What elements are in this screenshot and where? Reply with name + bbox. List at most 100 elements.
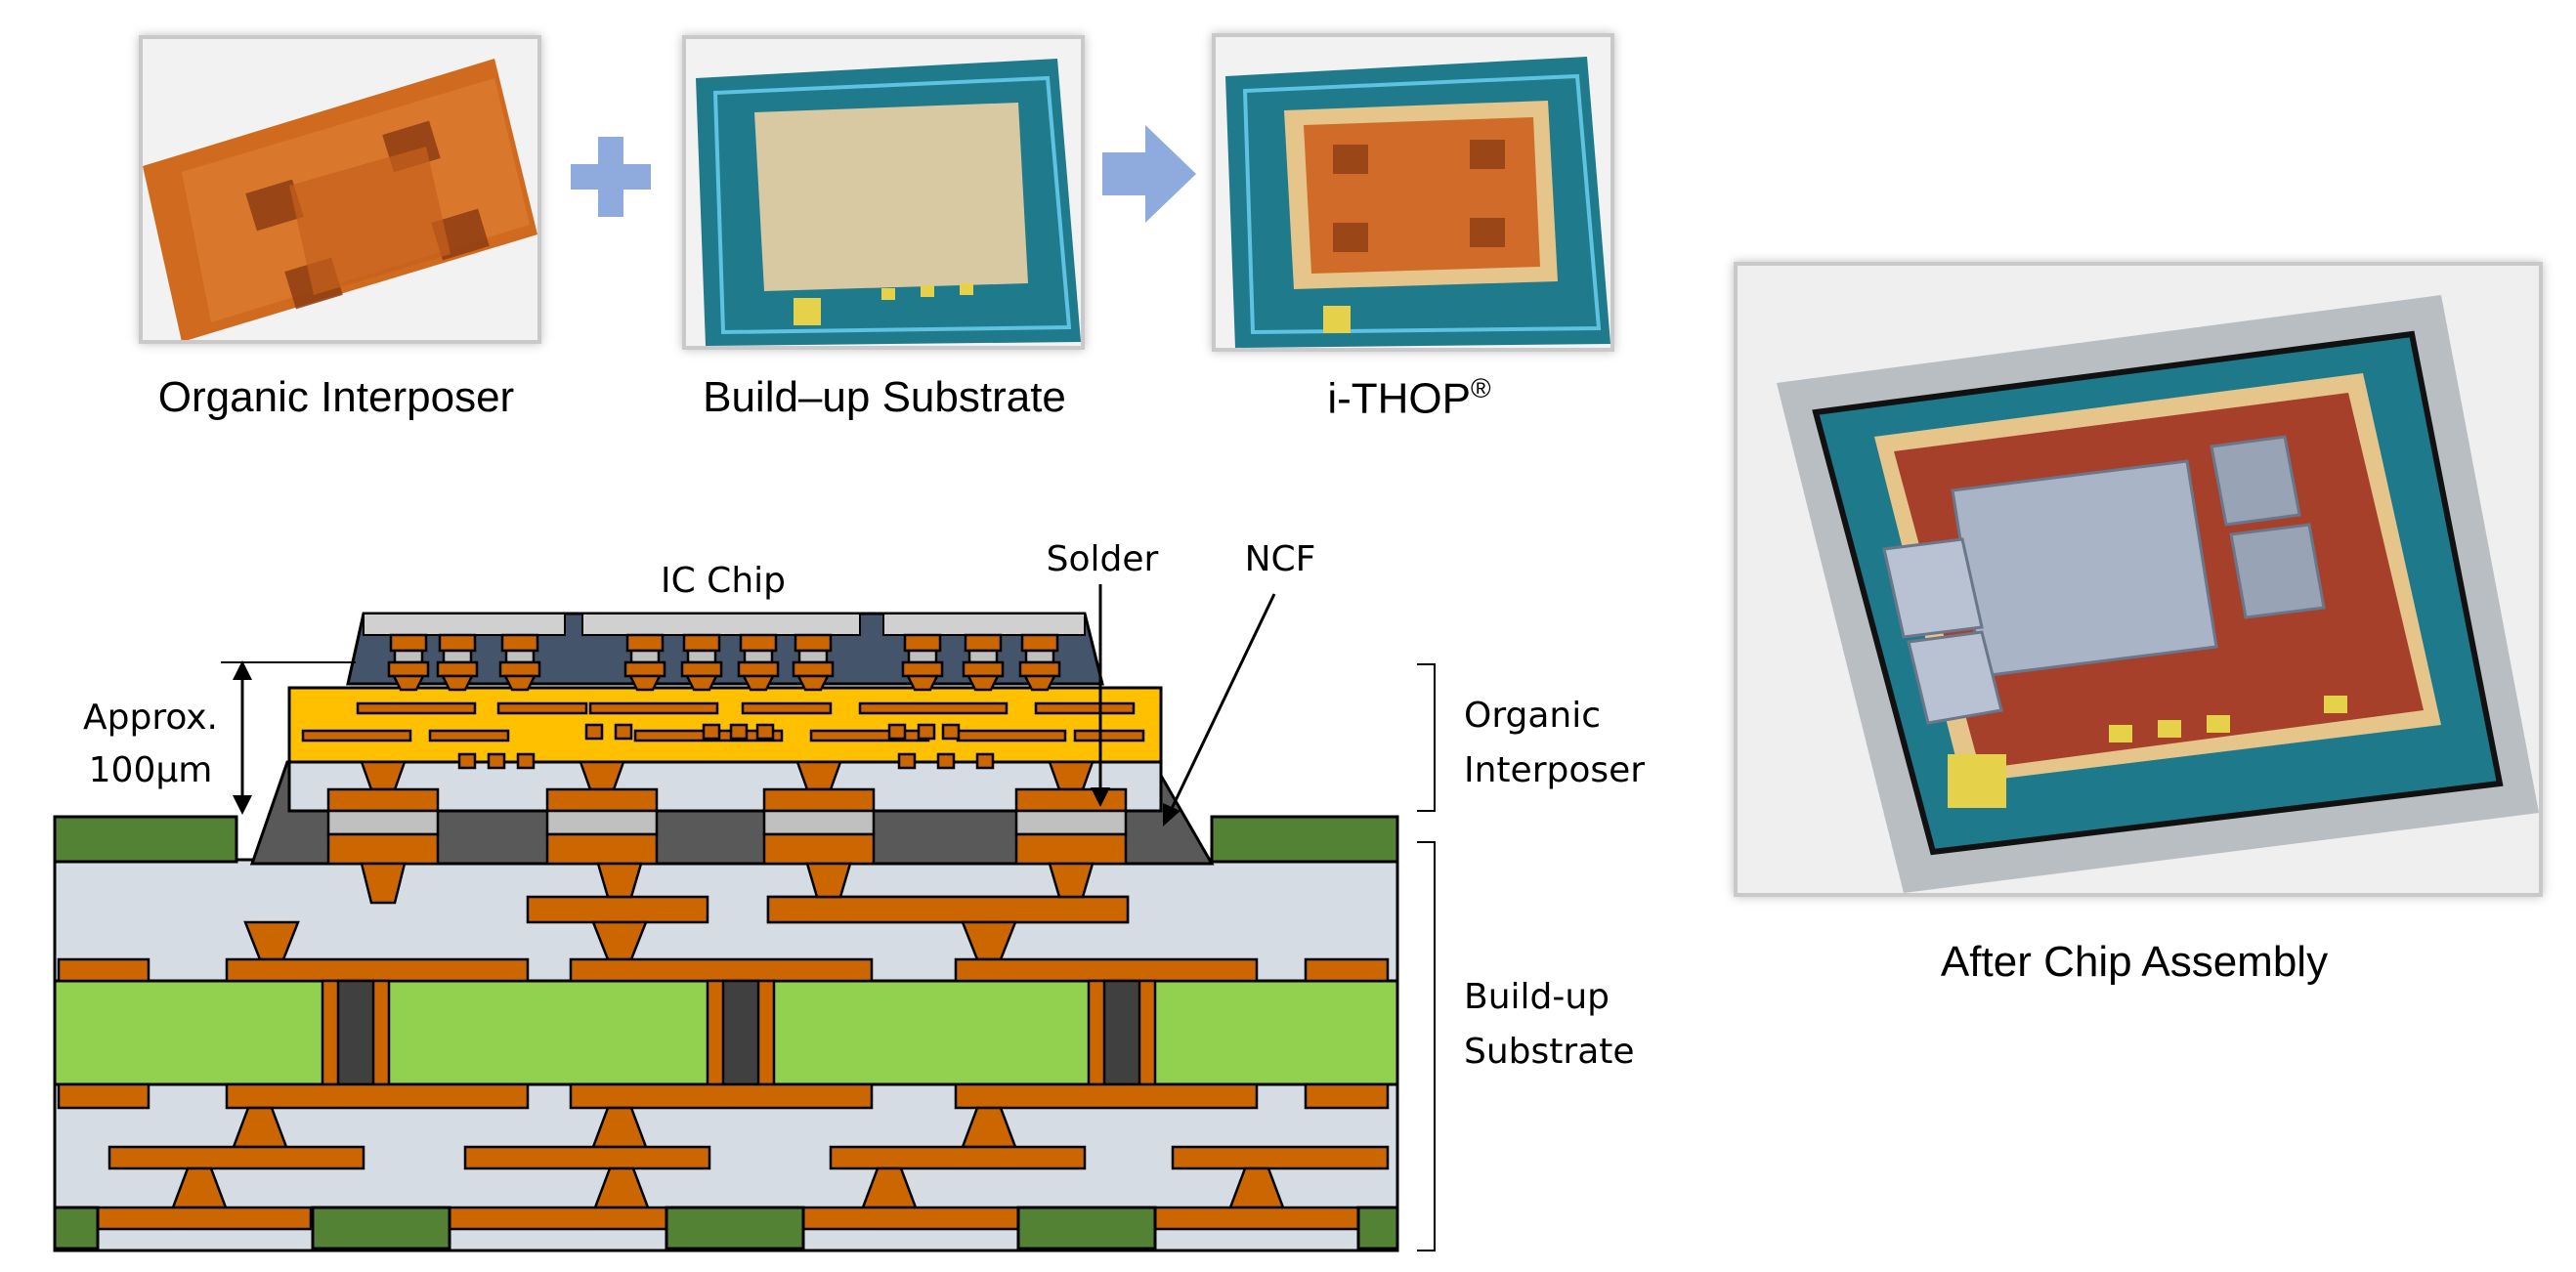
- chip-pad-1: [363, 613, 566, 636]
- caption-organic-interposer: Organic Interposer: [157, 373, 515, 421]
- chip-bump-pad: [1018, 660, 1061, 678]
- brace-buildup-substrate: [1417, 841, 1436, 1251]
- solder-joint: [545, 809, 659, 836]
- interposer-dot: [584, 723, 604, 741]
- solder-leader-arrow: [1091, 787, 1110, 807]
- ncf-leader-arrow: [1163, 803, 1181, 827]
- chip-bump-pad: [794, 633, 833, 653]
- solder-joint: [762, 809, 876, 836]
- chip-pad-2: [581, 613, 861, 636]
- interposer-land: [762, 787, 876, 813]
- buildup-trace: [526, 895, 709, 924]
- dimension-arrow-bottom: [233, 795, 252, 815]
- chip-bump: [686, 649, 717, 664]
- copper-structures: [57, 633, 1390, 1231]
- microvia: [741, 674, 776, 692]
- microvia: [502, 674, 537, 692]
- substrate-land: [326, 832, 440, 866]
- solder-resist-top-right: [1210, 815, 1399, 864]
- buildup-trace: [829, 1145, 1087, 1170]
- chip-bump: [967, 649, 999, 664]
- label-approx: Approx.: [83, 698, 218, 738]
- buildup-via: [360, 862, 407, 905]
- buildup-trace: [954, 957, 1259, 983]
- chip-bump-pad: [623, 660, 666, 678]
- microvia: [795, 674, 831, 692]
- chip-bump-pad: [682, 633, 721, 653]
- buildup-via: [1048, 862, 1095, 899]
- brace-organic-interposer: [1417, 663, 1436, 812]
- chip-bump: [1024, 649, 1055, 664]
- label-ncf: NCF: [1245, 539, 1316, 579]
- chip-bump-pad: [498, 660, 541, 678]
- organic-interposer-photo: [139, 35, 541, 344]
- buildup-substrate-photo: [682, 35, 1085, 350]
- interposer-dot: [457, 752, 477, 770]
- chip-bump: [442, 649, 473, 664]
- ncf-leader-line: [1167, 593, 1276, 816]
- ithop-image: [1225, 57, 1610, 348]
- chip-bump-pad: [792, 660, 835, 678]
- chip-bump-pad: [737, 660, 780, 678]
- solder-joint: [1014, 809, 1128, 836]
- interposer-land: [326, 787, 440, 813]
- solder-resist-bottom-1: [53, 1206, 100, 1251]
- buildup-trace: [569, 957, 874, 983]
- chip-bump-pad: [438, 633, 477, 653]
- buildup-trace: [954, 1082, 1259, 1110]
- caption-after-chip-assembly: After Chip Assembly: [1940, 938, 2329, 986]
- interposer-dot: [941, 723, 961, 741]
- interposer-dot: [487, 752, 506, 770]
- chip-bump: [629, 649, 661, 664]
- buildup-substrate-image: [696, 59, 1081, 346]
- chip-bump-pad: [901, 660, 944, 678]
- interposer-trace: [301, 729, 412, 742]
- buildup-trace: [225, 957, 530, 983]
- buildup-trace: [569, 1082, 874, 1110]
- interposer-trace: [809, 729, 930, 742]
- bottom-land: [799, 1206, 1022, 1231]
- bottom-land: [1147, 1206, 1362, 1231]
- solder-resist-bottom-5: [1356, 1206, 1399, 1251]
- buildup-via: [805, 862, 852, 899]
- microvia: [627, 674, 663, 692]
- interposer-trace: [428, 729, 510, 742]
- interposer-dot: [755, 723, 775, 741]
- organic-interposer-image: [143, 59, 537, 340]
- substrate-land: [762, 832, 876, 866]
- chip-bump-pad: [680, 660, 723, 678]
- interposer-trace: [956, 729, 1067, 742]
- after-chip-assembly-image: [1777, 295, 2539, 893]
- buildup-trace: [225, 1082, 530, 1110]
- chip-bump: [393, 649, 424, 664]
- buildup-trace: [107, 1145, 365, 1170]
- interposer-trace: [496, 701, 588, 715]
- dimension-arrow-top: [233, 660, 252, 680]
- buildup-via: [596, 862, 643, 899]
- through-hole-fill: [721, 979, 760, 1086]
- bottom-land: [448, 1206, 670, 1231]
- label-organic-interposer-2: Interposer: [1464, 750, 1645, 790]
- buildup-trace: [1171, 1145, 1390, 1170]
- interposer-dot: [729, 723, 749, 741]
- microvia: [684, 674, 719, 692]
- chip-pad-3: [882, 613, 1086, 636]
- chip-bump: [504, 649, 536, 664]
- label-buildup-substrate-1: Build-up: [1464, 977, 1610, 1017]
- solder-joint: [326, 809, 440, 836]
- label-buildup-substrate-2: Substrate: [1464, 1032, 1635, 1072]
- interposer-dot: [887, 723, 907, 741]
- label-organic-interposer-1: Organic: [1464, 696, 1601, 736]
- solder-resist-bottom-4: [1016, 1206, 1157, 1251]
- chip-bump-pad: [387, 660, 430, 678]
- solder-resist-bottom-3: [665, 1206, 805, 1251]
- interposer-dot: [516, 752, 536, 770]
- interposer-trace: [741, 701, 833, 715]
- ithop-photo: [1212, 33, 1614, 352]
- microvia: [391, 674, 426, 692]
- label-approx-value: 100μm: [89, 750, 213, 790]
- ithop-text: i-THOP: [1327, 374, 1471, 423]
- interposer-land: [545, 787, 659, 813]
- chip-bump-pad: [389, 633, 428, 653]
- interposer-dot: [897, 752, 917, 770]
